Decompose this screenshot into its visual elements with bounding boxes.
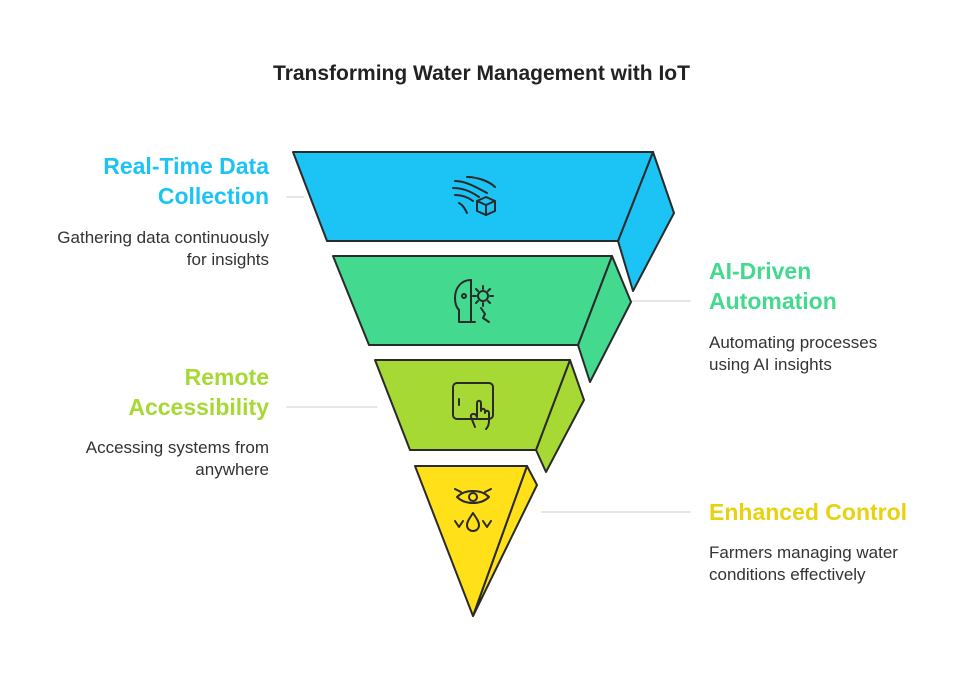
layer-1-heading-line-1: Real-Time Data: [103, 153, 269, 179]
layer-3-heading-line-1: Remote: [184, 364, 269, 390]
layer-3-description-line-1: Accessing systems from: [85, 438, 269, 457]
layer-4-heading-line-1: Enhanced Control: [709, 499, 908, 525]
layer-4-heading: Enhanced Control: [709, 497, 907, 527]
funnel-layer-1: [292, 151, 675, 292]
layer-3-heading: Remote Accessibility: [128, 362, 269, 422]
funnel-layer-4: [414, 465, 538, 617]
layer-2-description-line-1: Automating processes: [709, 333, 878, 352]
layer-4-description-line-1: Farmers managing water: [709, 543, 898, 562]
diagram-title: Transforming Water Management with IoT: [273, 62, 690, 85]
layer-3-description: Accessing systems from anywhere: [86, 437, 269, 481]
layer-1-description: Gathering data continuously for insights: [57, 227, 269, 271]
layer-1-description-line-1: Gathering data continuously: [57, 228, 269, 247]
layer-2-description-line-2: using AI insights: [709, 355, 832, 374]
tablet-touch-icon: [452, 382, 494, 430]
layer-1-front: [292, 151, 654, 242]
eye-water-drop-icon: [454, 488, 492, 532]
layer-2-description: Automating processes using AI insights: [709, 332, 877, 376]
layer-4-front: [414, 465, 528, 617]
layer-4-description-line-2: conditions effectively: [709, 565, 866, 584]
layer-2-front: [332, 255, 613, 346]
layer-3-heading-line-2: Accessibility: [128, 394, 269, 420]
layer-1-heading-line-2: Collection: [157, 183, 269, 209]
layer-1-description-line-2: for insights: [186, 250, 269, 269]
layer-2-heading-line-2: Automation: [709, 288, 837, 314]
layer-4-description: Farmers managing water conditions effect…: [709, 542, 898, 586]
funnel-layer-2: [332, 255, 632, 383]
data-stream-cube-icon: [452, 176, 496, 216]
funnel-layer-3: [374, 359, 585, 473]
layer-3-front: [374, 359, 571, 451]
ai-head-gear-icon: [454, 279, 494, 323]
layer-3-description-line-2: anywhere: [195, 460, 269, 479]
layer-2-heading: AI-Driven Automation: [709, 256, 837, 316]
layer-2-heading-line-1: AI-Driven: [709, 258, 812, 284]
layer-1-heading: Real-Time Data Collection: [103, 151, 269, 211]
